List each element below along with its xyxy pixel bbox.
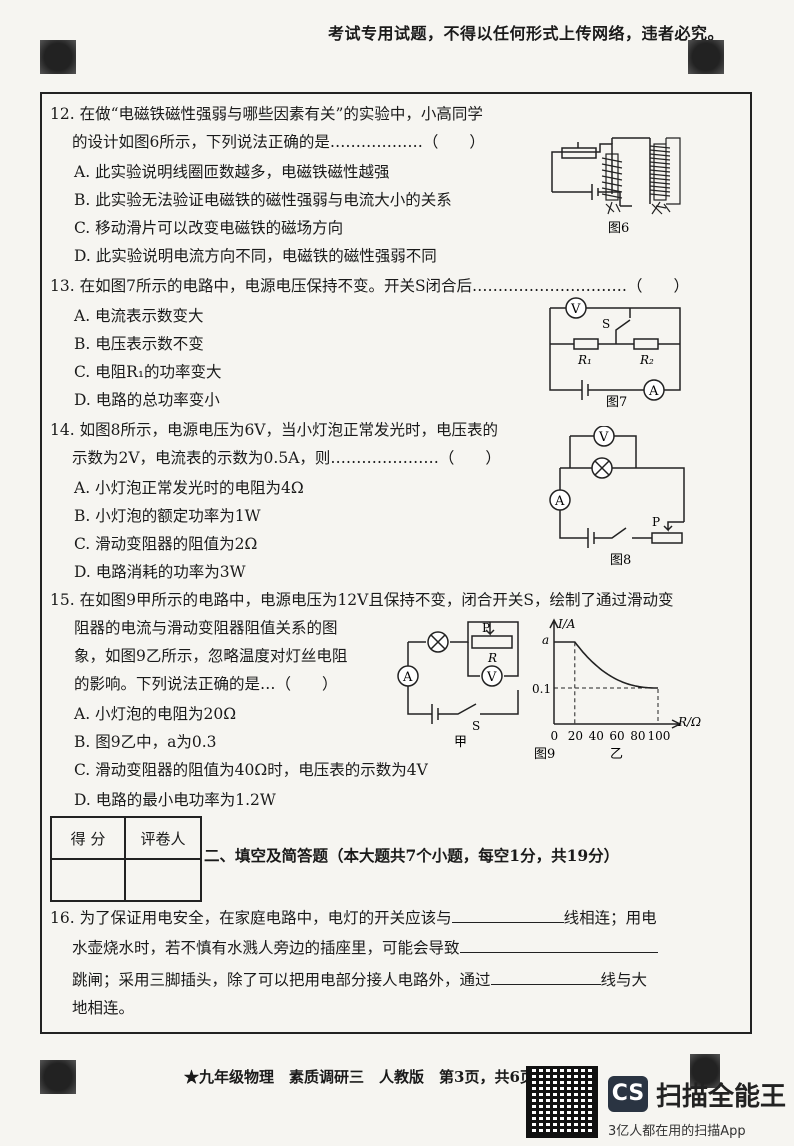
q16-line1: 16. 为了保证用电安全，在家庭电路中，电灯的开关应该与线相连；用电: [50, 906, 657, 928]
q12-option-a: A. 此实验说明线圈匝数越多，电磁铁磁性越强: [74, 163, 390, 181]
svg-text:A: A: [402, 670, 413, 685]
figure-7-caption: 图7: [606, 395, 627, 410]
figure-9-jia-circuit: A V P R S 甲: [397, 621, 519, 750]
q12-stem-line2: 的设计如图6所示，下列说法正确的是………………（ ）: [72, 133, 485, 151]
score-table: 得 分 评卷人: [50, 816, 202, 902]
q14-option-b: B. 小灯泡的额定功率为1W: [74, 507, 261, 525]
corner-mark-top-left: [40, 40, 76, 74]
figure-8-circuit: V A P 图8: [549, 426, 685, 568]
q14-stem-line2: 示数为2V，电流表的示数为0.5A，则…………………（ ）: [72, 449, 501, 467]
camscanner-logo: CS: [608, 1076, 648, 1112]
q15-stem-line1: 15. 在如图9甲所示的电路中，电源电压为12V且保持不变，闭合开关S，绘制了通…: [50, 591, 674, 609]
svg-text:R/Ω: R/Ω: [677, 715, 701, 729]
q14-option-d: D. 电路消耗的功率为3W: [74, 563, 246, 581]
svg-text:P: P: [652, 515, 660, 529]
svg-text:S: S: [472, 719, 480, 733]
q15-option-c: C. 滑动变阻器的阻值为40Ω时，电压表的示数为4V: [74, 761, 428, 779]
q13-option-d: D. 电路的总功率变小: [74, 391, 220, 409]
page-frame: [40, 92, 752, 1034]
q16-blank-2[interactable]: [459, 936, 658, 953]
q12-option-b: B. 此实验无法验证电磁铁的磁性强弱与电流大小的关系: [74, 191, 452, 209]
svg-text:R₂: R₂: [639, 353, 654, 367]
svg-text:A: A: [554, 494, 565, 509]
q16-line3: 跳闸；采用三脚插头，除了可以把用电部分接人电路外，通过线与大: [72, 968, 647, 990]
svg-text:S: S: [602, 317, 610, 331]
qr-code: [526, 1066, 598, 1138]
q13-option-b: B. 电压表示数不变: [74, 335, 204, 353]
figure-9-caption: 图9: [534, 747, 555, 762]
corner-mark-bottom-left: [40, 1060, 76, 1094]
figure-7-circuit: V A S R₁ R₂ 图7: [549, 297, 681, 410]
q15-option-d: D. 电路的最小电功率为1.2W: [74, 791, 276, 809]
x-tick-label: 80: [630, 729, 645, 743]
svg-text:a: a: [542, 633, 549, 647]
svg-text:A: A: [648, 384, 659, 399]
svg-text:V: V: [598, 430, 609, 445]
q15-stem-line4: 的影响。下列说法正确的是…（ ）: [74, 675, 338, 693]
x-tick-label: 0: [551, 729, 559, 743]
grader-label: 评卷人: [124, 816, 202, 860]
q15-stem-line3: 象，如图9乙所示，忽略温度对灯丝电阻: [74, 647, 348, 665]
page-footer: ★九年级物理 素质调研三 人教版 第3页，共6页: [184, 1068, 535, 1086]
section-2-title: 二、填空及简答题（本大题共7个小题，每空1分，共19分）: [204, 846, 620, 865]
q13-option-c: C. 电阻R₁的功率变大: [74, 363, 222, 381]
x-tick-label: 20: [568, 729, 583, 743]
svg-text:R₁: R₁: [577, 353, 592, 367]
corner-mark-top-right: [688, 40, 724, 74]
q12-option-c: C. 移动滑片可以改变电磁铁的磁场方向: [74, 219, 344, 237]
q13-stem-line1: 13. 在如图7所示的电路中，电源电压保持不变。开关S闭合后……………………………: [50, 277, 690, 295]
x-tick-label: 40: [589, 729, 604, 743]
figure-6-electromagnet-circuit: 图6: [551, 137, 681, 234]
grader-cell[interactable]: [124, 858, 202, 902]
q16-blank-1[interactable]: [451, 906, 564, 923]
svg-text:I/A: I/A: [557, 617, 576, 631]
score-cell[interactable]: [50, 858, 126, 902]
x-tick-label: 60: [609, 729, 624, 743]
q15-option-b: B. 图9乙中，a为0.3: [74, 733, 217, 751]
exam-notice: 考试专用试题，不得以任何形式上传网络，违者必究。: [327, 24, 724, 43]
q14-option-a: A. 小灯泡正常发光时的电阻为4Ω: [74, 479, 304, 497]
svg-text:甲: 甲: [454, 735, 467, 750]
svg-text:V: V: [486, 670, 497, 685]
q12-option-d: D. 此实验说明电流方向不同，电磁铁的磁性强弱不同: [74, 247, 437, 265]
svg-text:V: V: [570, 302, 581, 317]
q14-stem-line1: 14. 如图8所示，电源电压为6V，当小灯泡正常发光时，电压表的: [50, 421, 498, 439]
corner-mark-bottom-right: [690, 1054, 720, 1088]
camscanner-subtitle: 3亿人都在用的扫描App: [608, 1124, 746, 1139]
q12-stem-line1: 12. 在做“电磁铁磁性强弱与哪些因素有关”的实验中，小高同学: [50, 105, 483, 123]
svg-text:R: R: [487, 651, 497, 665]
score-label: 得 分: [50, 816, 126, 860]
figure-6-caption: 图6: [608, 221, 629, 234]
figure-8-caption: 图8: [610, 553, 631, 568]
q16-blank-3[interactable]: [490, 968, 601, 985]
svg-text:P: P: [482, 621, 490, 635]
svg-text:0.1: 0.1: [532, 682, 551, 696]
q13-option-a: A. 电流表示数变大: [74, 307, 204, 325]
camscanner-title: 扫描全能王: [656, 1082, 787, 1112]
q16-line4: 地相连。: [72, 999, 135, 1017]
q15-stem-line2: 阻器的电流与滑动变阻器阻值关系的图: [74, 619, 338, 637]
x-tick-label: 100: [648, 729, 671, 743]
q14-option-c: C. 滑动变阻器的阻值为2Ω: [74, 535, 258, 553]
q16-line2: 水壶烧水时，若不慎有水溅人旁边的插座里，可能会导致: [72, 936, 658, 958]
svg-text:乙: 乙: [610, 747, 623, 762]
q15-option-a: A. 小灯泡的电阻为20Ω: [74, 705, 237, 723]
